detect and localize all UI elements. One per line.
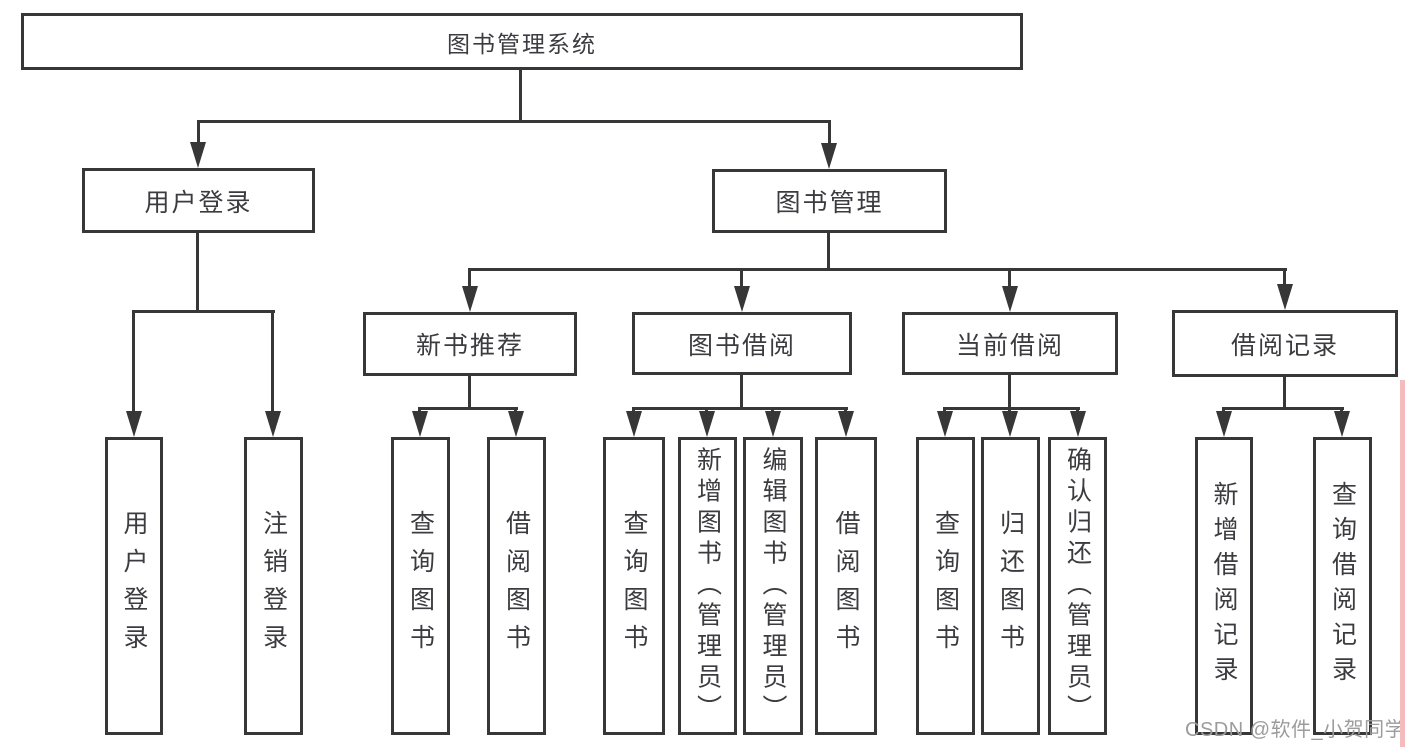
arrow-to-leaf-return-book: [1002, 411, 1018, 437]
arrow-to-leaf-confirm-return: [1070, 411, 1086, 437]
arrow-to-new-book-rec: [462, 286, 478, 312]
node-leaf-borrow-book-2-label: 借阅图书: [832, 510, 860, 662]
edge-new-book-rec-branch: [418, 407, 518, 410]
node-root-label: 图书管理系统: [447, 30, 597, 57]
node-user-login-group-label: 用户登录: [144, 188, 253, 217]
node-leaf-add-book: 新增图书（管理员）: [678, 437, 737, 735]
node-book-mgmt: 图书管理: [712, 169, 947, 233]
node-leaf-query-book-3: 查询图书: [916, 437, 975, 735]
edge-stub-leaf-query-book-3: [943, 407, 946, 413]
node-leaf-query-book-2: 查询图书: [603, 437, 665, 735]
edge-book-mgmt-down: [827, 233, 830, 268]
edge-stub-leaf-query-book-2: [632, 407, 635, 413]
edge-current-borrow-branch: [943, 407, 1080, 410]
node-leaf-edit-book: 编辑图书（管理员）: [743, 437, 803, 735]
arrow-to-leaf-add-book: [699, 411, 715, 437]
node-leaf-logout: 注销登录: [244, 437, 303, 735]
node-leaf-query-book-3-label: 查询图书: [931, 510, 960, 662]
node-leaf-confirm-return-label: 确认归还（管理员）: [1063, 446, 1092, 726]
node-new-book-rec-label: 新书推荐: [415, 332, 524, 360]
node-borrow-records-label: 借阅记录: [1230, 331, 1339, 360]
node-leaf-confirm-return: 确认归还（管理员）: [1048, 437, 1107, 735]
node-leaf-user-login-label: 用户登录: [120, 510, 148, 662]
edge-stub-leaf-edit-book: [771, 407, 774, 413]
arrow-to-leaf-query-book-2: [626, 411, 642, 437]
node-leaf-logout-label: 注销登录: [259, 510, 288, 662]
node-book-borrow: 图书借阅: [632, 312, 852, 375]
edge-stub-user-login-group: [197, 120, 200, 142]
arrow-to-leaf-add-borrow-record: [1216, 411, 1232, 437]
node-book-borrow-label: 图书借阅: [687, 331, 796, 360]
edge-current-borrow-down: [1008, 375, 1011, 407]
edge-stub-leaf-confirm-return: [1076, 407, 1079, 413]
edge-user-login-branch: [132, 310, 275, 313]
edge-stub-leaf-return-book: [1008, 407, 1011, 413]
edge-stub-borrow-records: [1283, 268, 1286, 284]
edge-stub-leaf-borrow-book-2: [844, 407, 847, 413]
arrow-to-leaf-query-book-3: [937, 411, 953, 437]
node-leaf-borrow-book-2: 借阅图书: [815, 437, 877, 735]
node-leaf-query-borrow-record-label: 查询借阅记录: [1328, 481, 1357, 691]
edge-stub-leaf-logout: [271, 310, 274, 411]
node-book-mgmt-label: 图书管理: [775, 189, 884, 217]
edge-borrow-records-branch: [1222, 407, 1344, 410]
node-leaf-return-book: 归还图书: [981, 437, 1040, 735]
edge-book-borrow-down: [740, 375, 743, 407]
edge-stub-leaf-borrow-book-1: [514, 407, 517, 413]
node-user-login-group: 用户登录: [82, 168, 315, 233]
node-leaf-edit-book-label: 编辑图书（管理员）: [759, 446, 787, 726]
node-leaf-user-login: 用户登录: [105, 437, 163, 735]
arrow-to-leaf-borrow-book-2: [838, 411, 854, 437]
edge-stub-book-mgmt: [828, 120, 831, 143]
arrow-to-leaf-edit-book: [765, 411, 781, 437]
arrow-to-leaf-logout: [265, 411, 281, 437]
edge-stub-new-book-rec: [468, 268, 471, 286]
csdn-watermark: CSDN @软件_小贺同学: [1185, 719, 1405, 741]
arrow-to-leaf-borrow-book-1: [508, 411, 524, 437]
edge-stub-current-borrow: [1008, 268, 1011, 286]
node-leaf-query-book-2-label: 查询图书: [620, 510, 648, 662]
arrow-to-leaf-query-book-1: [412, 411, 428, 437]
node-root: 图书管理系统: [21, 13, 1023, 70]
node-leaf-borrow-book-1: 借阅图书: [487, 437, 546, 735]
arrow-to-leaf-query-borrow-record: [1334, 411, 1350, 437]
edge-user-login-down: [196, 233, 199, 310]
node-new-book-rec: 新书推荐: [363, 312, 577, 376]
node-leaf-query-book-1: 查询图书: [391, 437, 450, 735]
edge-stub-book-borrow: [740, 268, 743, 286]
node-leaf-query-book-1-label: 查询图书: [406, 510, 435, 662]
edge-new-book-rec-down: [468, 376, 471, 407]
edge-book-borrow-branch: [632, 407, 848, 410]
node-leaf-add-borrow-record: 新增借阅记录: [1195, 437, 1253, 735]
edge-stub-leaf-add-book: [705, 407, 708, 413]
node-leaf-return-book-label: 归还图书: [996, 510, 1025, 662]
edge-stub-leaf-query-borrow-record: [1340, 407, 1343, 413]
node-borrow-records: 借阅记录: [1172, 310, 1398, 377]
edge-borrow-records-down: [1283, 377, 1286, 407]
edge-stub-leaf-add-borrow-record: [1222, 407, 1225, 413]
arrow-to-book-mgmt: [821, 143, 837, 169]
node-leaf-query-borrow-record: 查询借阅记录: [1313, 437, 1372, 735]
arrow-to-borrow-records: [1277, 284, 1293, 310]
node-leaf-add-borrow-record-label: 新增借阅记录: [1210, 481, 1238, 691]
node-current-borrow: 当前借阅: [902, 312, 1118, 375]
arrow-to-book-borrow: [734, 286, 750, 312]
node-current-borrow-label: 当前借阅: [955, 331, 1064, 360]
node-leaf-borrow-book-1-label: 借阅图书: [502, 510, 531, 662]
node-leaf-add-book-label: 新增图书（管理员）: [693, 446, 722, 726]
arrow-to-user-login-group: [190, 142, 206, 168]
edge-root-down: [519, 70, 522, 120]
edge-stub-leaf-query-book-1: [418, 407, 421, 413]
arrow-to-leaf-user-login: [126, 411, 142, 437]
edge-book-mgmt-branch: [468, 268, 1287, 271]
arrow-to-current-borrow: [1002, 286, 1018, 312]
right-edge-strip: [1400, 380, 1405, 747]
edge-root-branch: [197, 120, 831, 123]
edge-stub-leaf-user-login: [132, 310, 135, 411]
